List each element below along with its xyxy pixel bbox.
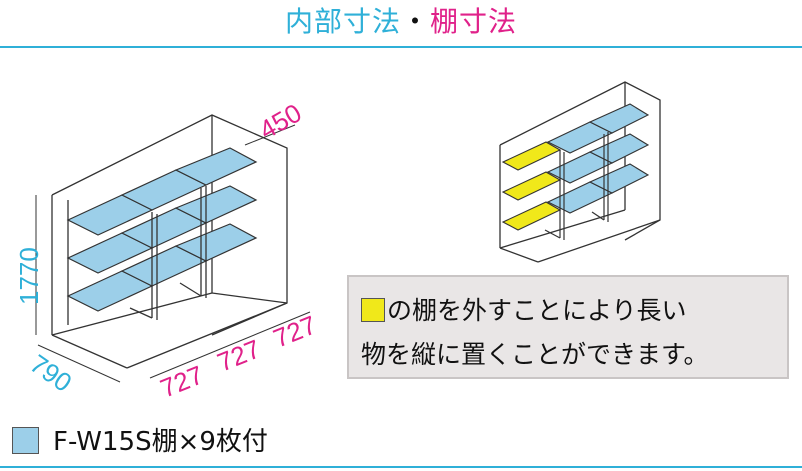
left-shed-diagram: [51, 114, 288, 369]
shelf: [174, 185, 258, 224]
shelf: [174, 147, 258, 186]
shed-floor-front-left: [51, 334, 128, 369]
blue-shelf-swatch: [12, 427, 39, 454]
shelf: [174, 223, 258, 262]
dimension-790: 790: [25, 348, 78, 397]
left-shelves: [66, 147, 258, 312]
note-text-1: の棚を外すことにより長い: [387, 296, 687, 325]
shed-floor-front: [126, 302, 288, 369]
page-title: 内部寸法・棚寸法: [0, 4, 802, 40]
removable-shelf: [501, 141, 562, 171]
dimension-1770: 1770: [14, 247, 44, 305]
bottom-divider: [0, 466, 802, 468]
legend: F-W15S棚×9枚付: [12, 421, 268, 458]
right-shelf-posts: [544, 132, 609, 240]
shed-floor-left: [51, 292, 213, 336]
right-shelves-yellow: [501, 141, 562, 231]
shed-floor-back: [211, 292, 288, 304]
note-line-1: の棚を外すことにより長い: [361, 291, 687, 327]
right-shelves-blue: [546, 103, 650, 214]
top-divider: [0, 46, 802, 48]
yellow-shelf-swatch: [361, 298, 385, 322]
removable-shelf: [501, 171, 562, 201]
dimension-727-2: 727: [213, 333, 264, 377]
title-separator: ・: [400, 5, 430, 38]
left-dimension-lines: [35, 124, 311, 383]
note-box: の棚を外すことにより長い 物を縦に置くことができます。: [347, 275, 789, 379]
title-internal-dimensions: 内部寸法: [284, 5, 401, 38]
dimension-727-3: 727: [269, 309, 320, 353]
right-shed-outline: [499, 81, 661, 241]
removable-shelf: [501, 201, 562, 231]
note-line-2: 物を縦に置くことができます。: [361, 340, 709, 369]
dimension-727-1: 727: [156, 359, 207, 403]
title-shelf-dimensions: 棚寸法: [430, 5, 518, 38]
legend-label: F-W15S棚×9枚付: [53, 427, 268, 457]
left-shelf-posts: [129, 186, 207, 320]
